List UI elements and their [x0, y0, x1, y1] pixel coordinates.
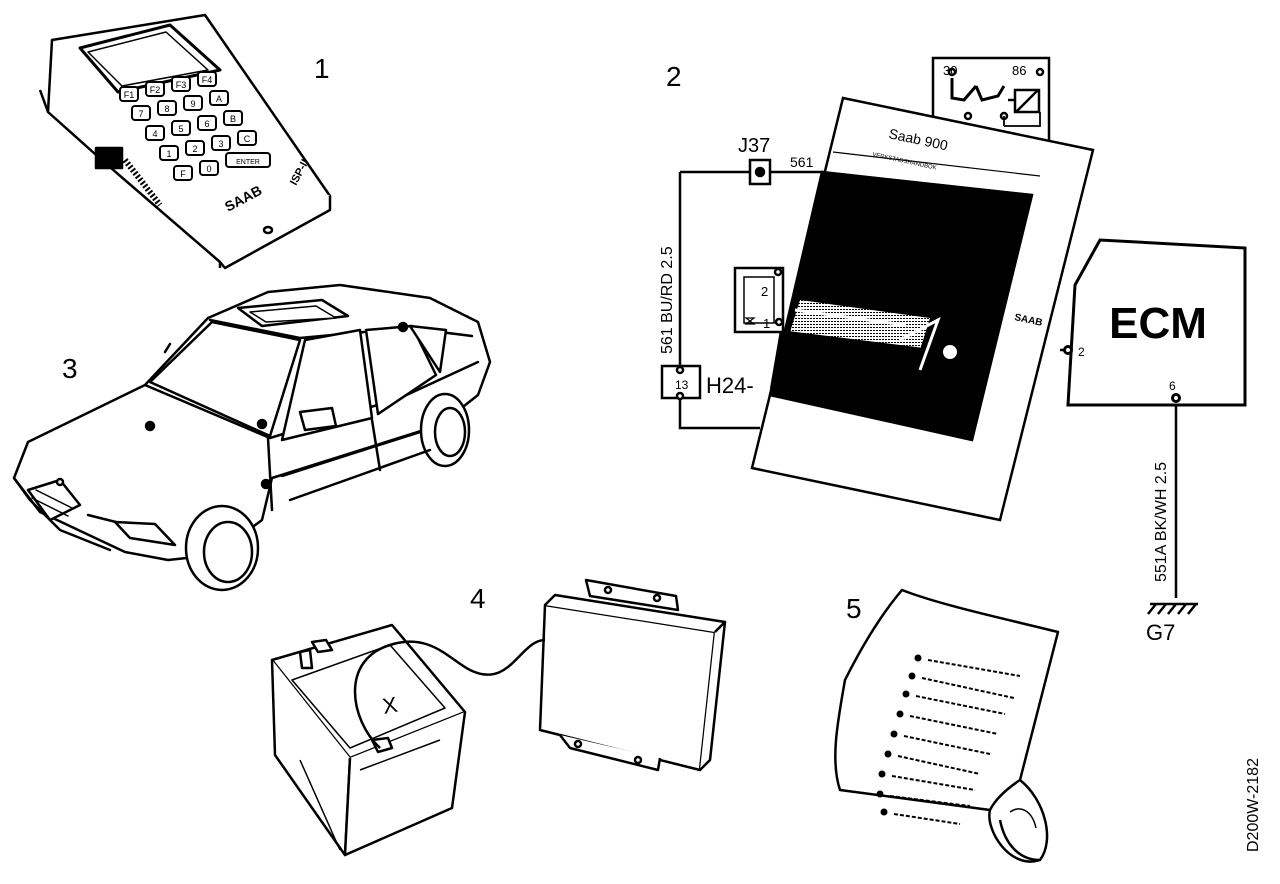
tester-key-c: C [244, 134, 251, 144]
tester-key-b: B [230, 114, 236, 124]
tester-key-a: A [216, 94, 222, 104]
diagnostic-tester [38, 13, 332, 270]
junction-j37-label: J37 [738, 135, 770, 157]
tester-key-9: 9 [190, 99, 195, 109]
document-id: D200W-2182 [1245, 758, 1262, 852]
battery-cable [353, 638, 546, 749]
tester-keypad: F1 F2 F3 F4 7 8 9 A 4 5 6 B 1 2 3 C F 0 … [119, 71, 312, 215]
callout-3: 3 [62, 353, 78, 384]
tester-key-enter: ENTER [236, 159, 260, 166]
tester-key-1: 1 [166, 149, 171, 159]
relay-top-pin-86: 86 [1012, 63, 1026, 78]
callout-4: 4 [470, 583, 486, 614]
relay-small [733, 266, 785, 334]
ecm-label: ECM [1109, 299, 1207, 348]
tester-key-f3: F3 [176, 80, 187, 90]
wire-left-label: 561 BU/RD 2.5 [659, 246, 676, 354]
tester-key-f4: F4 [202, 75, 213, 85]
wiring-lines [678, 170, 1178, 598]
connector-h24 [660, 364, 702, 401]
tester-key-7: 7 [138, 109, 143, 119]
tester-key-6: 6 [204, 119, 209, 129]
junction-j37 [748, 158, 772, 186]
ecm-pin-6: 6 [1169, 379, 1176, 393]
battery [270, 623, 467, 857]
relay-small-pin-2: 2 [761, 284, 768, 299]
ground-g7-label: G7 [1146, 620, 1175, 645]
tester-key-f1: F1 [124, 90, 135, 100]
tester-key-4: 4 [152, 129, 157, 139]
tester-key-0: 0 [206, 164, 211, 174]
battery-mark: X [381, 692, 400, 719]
wire-561-label: 561 [790, 154, 814, 170]
tester-key-8: 8 [164, 104, 169, 114]
ecm-box [1063, 238, 1247, 407]
control-unit [538, 578, 727, 772]
connector-h24-label: H24- [706, 373, 754, 398]
wire-right-label: 551A BK/WH 2.5 [1153, 462, 1170, 582]
tester-key-3: 3 [218, 139, 223, 149]
ground-symbol [1147, 602, 1198, 615]
callout-2: 2 [666, 61, 682, 92]
callout-5: 5 [846, 593, 862, 624]
service-manual [750, 96, 1095, 522]
connector-pin-13: 13 [675, 378, 689, 392]
relay-top-pin-30: 30 [943, 63, 957, 78]
car-illustration [12, 283, 492, 592]
checklist-lines [876, 654, 1021, 825]
tester-key-f: F [180, 169, 186, 179]
callout-1: 1 [314, 53, 330, 84]
tester-key-f2: F2 [150, 85, 161, 95]
checklist-document [834, 588, 1060, 863]
relay-small-pin-1: 1 [763, 316, 770, 331]
tester-key-2: 2 [192, 144, 197, 154]
ecm-pin-2: 2 [1078, 345, 1085, 359]
tester-key-5: 5 [178, 124, 183, 134]
